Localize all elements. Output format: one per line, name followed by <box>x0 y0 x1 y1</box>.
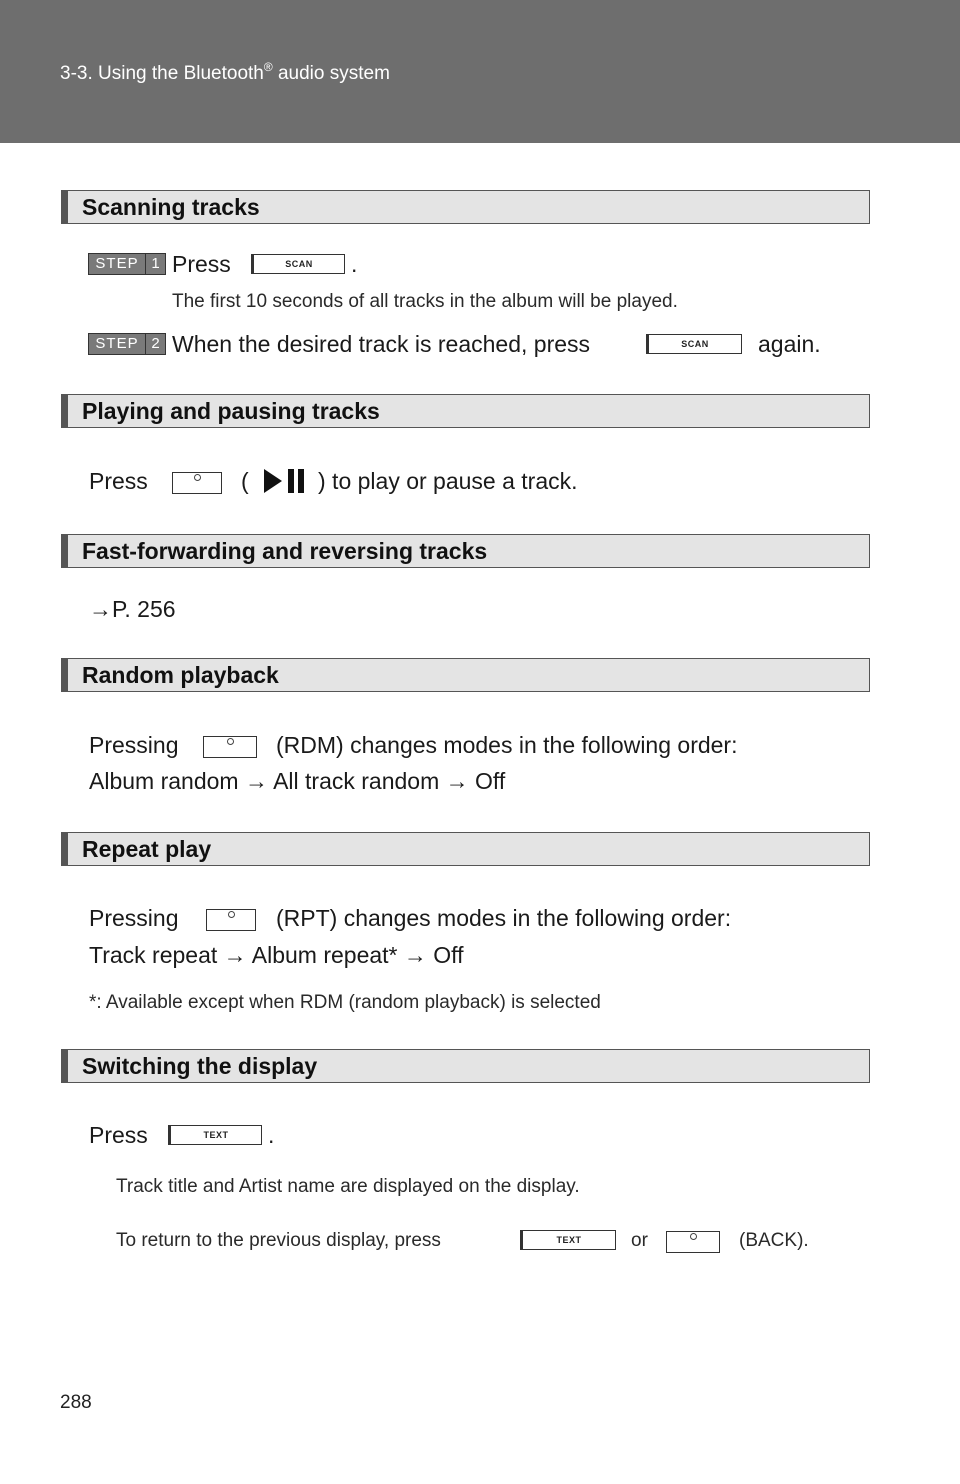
scan-button-icon: SCAN <box>646 334 742 354</box>
repeat-mode-order: Track repeat → Album repeat* → Off <box>89 942 464 968</box>
button-dot <box>226 737 234 745</box>
playpause-text: Press <box>89 468 148 494</box>
rpt-button-icon <box>206 909 256 931</box>
play-triangle <box>264 469 282 493</box>
repeat-footnote: *: Available except when RDM (random pla… <box>89 992 601 1013</box>
section-title: Playing and pausing tracks <box>82 398 380 424</box>
rdm-button-icon <box>203 736 257 758</box>
section-heading-random: Random playback <box>61 658 870 692</box>
section-title: Repeat play <box>82 836 212 862</box>
section-title: Switching the display <box>82 1053 318 1079</box>
section-title: Fast-forwarding and reversing tracks <box>82 538 488 564</box>
display-note-or: or <box>631 1230 648 1251</box>
section-heading-repeat: Repeat play <box>61 832 870 866</box>
button-label: TEXT <box>203 1130 229 1140</box>
random-description: (RDM) changes modes in the following ord… <box>276 732 738 758</box>
chapter-title: 3-3. Using the Bluetooth® audio system <box>60 60 390 85</box>
repeat-description: (RPT) changes modes in the following ord… <box>276 905 732 931</box>
back-button-icon <box>666 1231 720 1253</box>
pause-bar <box>288 469 294 493</box>
step-2-text: When the desired track is reached, press <box>172 331 591 357</box>
pause-bar <box>298 469 304 493</box>
section-title: Scanning tracks <box>82 194 260 220</box>
step-2-again: again. <box>758 331 821 357</box>
display-note-back: (BACK). <box>739 1230 809 1251</box>
step-1-period: . <box>351 251 358 277</box>
random-text: Pressing <box>89 732 179 758</box>
section-heading-scanning: Scanning tracks <box>61 190 870 224</box>
text-button-icon: TEXT <box>168 1125 262 1145</box>
step-1-badge: STEP 1 <box>88 253 166 275</box>
page-header: 3-3. Using the Bluetooth® audio system <box>0 0 960 143</box>
display-text: Press <box>89 1122 148 1148</box>
step-number: 2 <box>145 334 165 354</box>
registered-mark: ® <box>263 60 273 74</box>
button-dot <box>689 1232 697 1240</box>
repeat-text: Pressing <box>89 905 179 931</box>
section-heading-playpause: Playing and pausing tracks <box>61 394 870 428</box>
section-title: Random playback <box>82 662 279 688</box>
scan-button-icon: SCAN <box>251 254 345 274</box>
section-heading-display: Switching the display <box>61 1049 870 1083</box>
play-pause-icon <box>264 466 308 496</box>
step-label: STEP <box>95 335 139 352</box>
step-label: STEP <box>95 255 139 272</box>
step-1-note: The first 10 seconds of all tracks in th… <box>172 291 678 312</box>
step-number: 1 <box>145 254 165 274</box>
page-number: 288 <box>60 1392 92 1413</box>
section-heading-fastforward: Fast-forwarding and reversing tracks <box>61 534 870 568</box>
display-note-2: To return to the previous display, press <box>116 1230 441 1251</box>
preset-button-icon <box>172 472 222 494</box>
random-mode-order: Album random → All track random → Off <box>89 768 506 794</box>
chapter-title-suffix: audio system <box>272 63 390 84</box>
button-dot <box>227 910 235 918</box>
step-1-text: Press <box>172 251 231 277</box>
button-label: SCAN <box>285 259 313 269</box>
display-period: . <box>268 1122 275 1148</box>
playpause-description: ) to play or pause a track. <box>318 468 578 494</box>
page-reference-link[interactable]: →P. 256 <box>89 596 176 622</box>
display-note-1: Track title and Artist name are displaye… <box>116 1176 580 1197</box>
button-dot <box>193 473 201 481</box>
button-label: TEXT <box>556 1235 582 1245</box>
chapter-title-text: 3-3. Using the Bluetooth <box>60 63 264 84</box>
step-2-badge: STEP 2 <box>88 333 166 355</box>
text-button-icon: TEXT <box>520 1230 616 1250</box>
playpause-paren: ( <box>241 468 249 494</box>
button-label: SCAN <box>681 339 709 349</box>
